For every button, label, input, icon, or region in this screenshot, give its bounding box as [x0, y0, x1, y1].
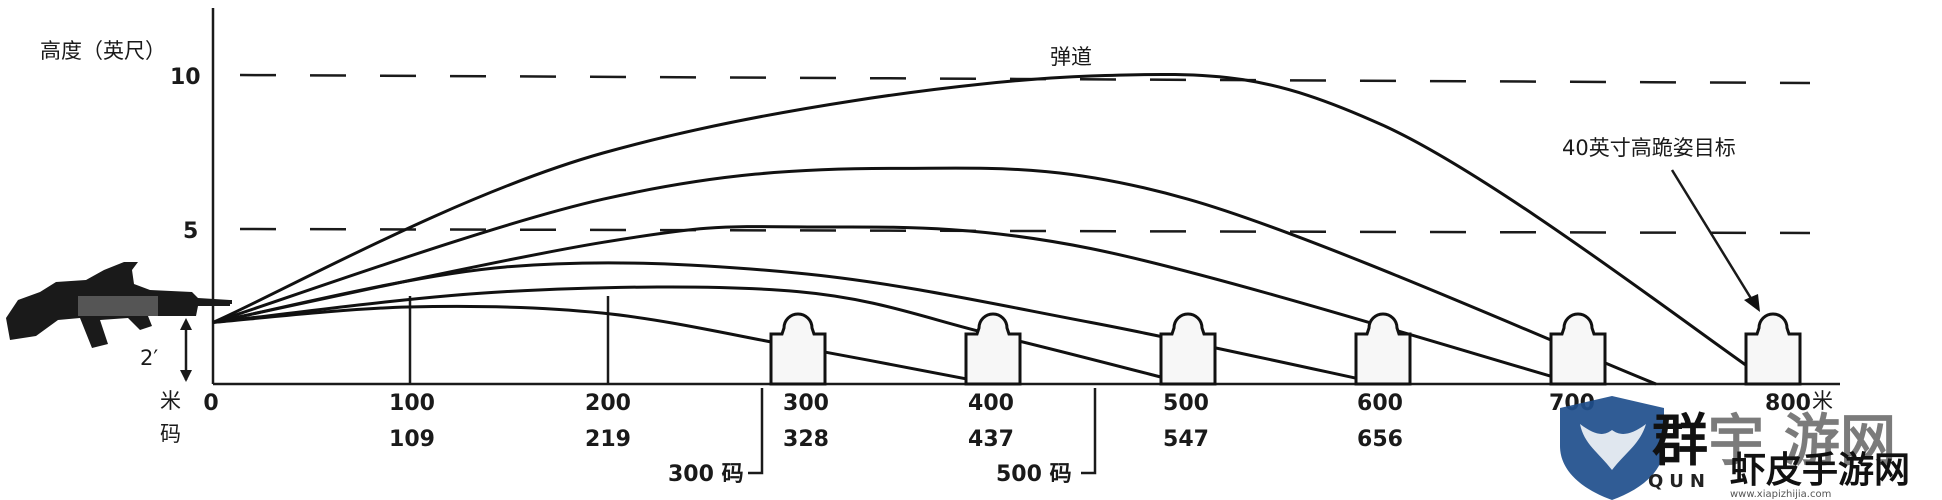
x-tick-m-200: 200	[585, 391, 631, 416]
x-tick-m-100: 100	[389, 391, 435, 416]
zero-marker-300: 300 码	[668, 388, 764, 487]
watermark-bull-icon	[1580, 424, 1646, 470]
kneeling-target-700	[1549, 312, 1607, 386]
kneeling-target-500	[1159, 312, 1217, 386]
x-ticks-meters: 0 100 200 300 400 500 600 700 800	[203, 391, 1811, 416]
x-unit-yards: 码	[160, 422, 181, 446]
watermark-brand-1: 群	[1652, 409, 1708, 474]
y-axis-title: 高度（英尺）	[40, 39, 166, 63]
kneeling-targets	[769, 312, 1802, 386]
target-label: 40英寸高跪姿目标	[1562, 136, 1736, 160]
trajectory-4	[212, 225, 1579, 386]
x-unit-meters-right: 米	[1812, 389, 1833, 413]
x-tick-m-500: 500	[1163, 391, 1209, 416]
x-tick-m-600: 600	[1357, 391, 1403, 416]
watermark-url: www.xiapizhijia.com	[1730, 489, 1831, 500]
kneeling-target-600	[1354, 312, 1412, 386]
watermark-brand-3: 游网	[1784, 409, 1896, 474]
x-unit-meters: 米	[160, 389, 181, 413]
kneeling-target-800	[1744, 312, 1802, 386]
x-tick-yd-109: 109	[389, 427, 435, 452]
x-tick-m-300: 300	[783, 391, 829, 416]
x-tick-m-0: 0	[203, 391, 218, 416]
target-pointer-arrow	[1670, 169, 1760, 312]
y-tick-10: 10	[170, 65, 201, 90]
zero-marker-500: 500 码	[996, 388, 1097, 487]
x-tick-yd-656: 656	[1357, 427, 1403, 452]
watermark-letters: QUN	[1648, 471, 1711, 492]
trajectory-label: 弹道	[1050, 45, 1092, 69]
trajectory-6	[212, 72, 1774, 386]
zero-label-500: 500 码	[996, 462, 1072, 487]
x-ticks-yards: 109 219 328 437 547 656	[389, 427, 1403, 452]
rifle-icon	[6, 262, 232, 348]
watermark-text: 虾皮手游网	[1730, 450, 1910, 491]
trajectory-1	[212, 304, 994, 386]
watermark: 群 宇 游网 QUN 虾皮手游网 www.xiapizhijia.com	[1560, 396, 1910, 500]
muzzle-height-marker	[180, 318, 192, 382]
kneeling-target-300	[769, 312, 827, 386]
zero-label-300: 300 码	[668, 462, 744, 487]
trajectory-5	[212, 166, 1657, 386]
x-tick-m-800: 800	[1765, 391, 1811, 416]
x-tick-m-400: 400	[968, 391, 1014, 416]
x-tick-yd-437: 437	[968, 427, 1014, 452]
x-tick-yd-219: 219	[585, 427, 631, 452]
muzzle-height-label: 2′	[140, 346, 158, 370]
y-tick-5: 5	[183, 219, 198, 244]
x-tick-yd-328: 328	[783, 427, 829, 452]
trajectory-2	[212, 285, 1189, 386]
kneeling-target-400	[964, 312, 1022, 386]
x-tick-yd-547: 547	[1163, 427, 1209, 452]
watermark-brand-2: 宇	[1708, 409, 1764, 474]
reference-line-5ft	[239, 227, 1811, 235]
